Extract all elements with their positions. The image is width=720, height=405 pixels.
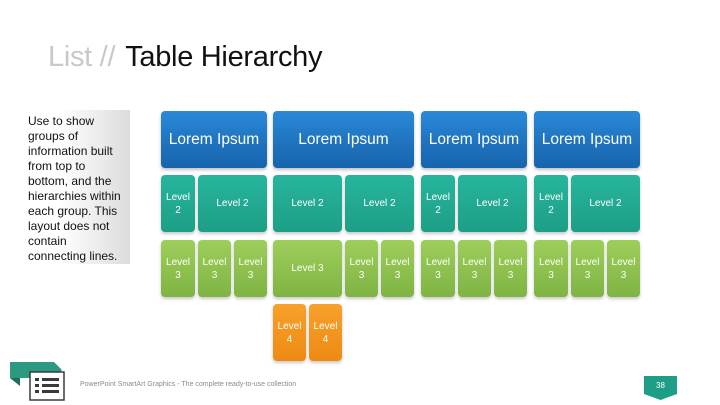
group-1-level2-b: Level 2 xyxy=(198,175,267,232)
group-4-level3-c: Level 3 xyxy=(607,240,640,297)
group-4-level2-b: Level 2 xyxy=(571,175,640,232)
group-1-level3-a: Level 3 xyxy=(161,240,195,297)
group-4-level3-a: Level 3 xyxy=(534,240,568,297)
group-2-level4-b: Level 4 xyxy=(309,304,342,361)
group-4-heading: Lorem Ipsum xyxy=(534,111,640,168)
title-prefix: List // xyxy=(48,41,116,73)
group-3-level2-b: Level 2 xyxy=(458,175,527,232)
group-3-level3-c: Level 3 xyxy=(494,240,527,297)
group-3-level3-b: Level 3 xyxy=(458,240,491,297)
group-3-level2-a: Level 2 xyxy=(421,175,455,232)
footer-caption: PowerPoint SmartArt Graphics - The compl… xyxy=(80,381,297,388)
group-1-level3-b: Level 3 xyxy=(198,240,231,297)
page-number: 38 xyxy=(656,381,665,390)
group-2-heading: Lorem Ipsum xyxy=(273,111,414,168)
group-2-level4-a: Level 4 xyxy=(273,304,306,361)
document-list-icon xyxy=(10,362,65,401)
group-4-level2-a: Level 2 xyxy=(534,175,568,232)
group-2-level3-b: Level 3 xyxy=(345,240,378,297)
group-1-heading: Lorem Ipsum xyxy=(161,111,267,168)
group-2-level3-c: Level 3 xyxy=(381,240,414,297)
description-panel: Use to show groups of information built … xyxy=(22,110,130,264)
slide-title: List // Table Hierarchy xyxy=(48,40,322,74)
group-2-level2-a: Level 2 xyxy=(273,175,342,232)
group-2-level2-b: Level 2 xyxy=(345,175,414,232)
page-badge-shape xyxy=(644,376,677,400)
title-main: Table Hierarchy xyxy=(125,41,323,73)
group-1-level2-a: Level 2 xyxy=(161,175,195,232)
group-1-level3-c: Level 3 xyxy=(234,240,267,297)
group-3-heading: Lorem Ipsum xyxy=(421,111,527,168)
group-2-level3-a: Level 3 xyxy=(273,240,342,297)
group-4-level3-b: Level 3 xyxy=(571,240,604,297)
page-number-badge: 38 xyxy=(644,376,677,400)
group-3-level3-a: Level 3 xyxy=(421,240,455,297)
